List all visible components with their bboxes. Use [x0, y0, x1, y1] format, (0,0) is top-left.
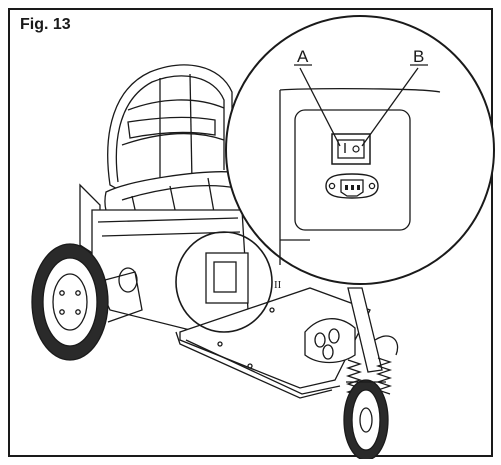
callout-b-leader: [361, 67, 419, 147]
detail-circle: [175, 231, 273, 333]
steering-column: [304, 287, 399, 373]
figure-frame: Fig. 13: [8, 8, 495, 459]
floor-platform: [175, 287, 371, 399]
seat-back: [107, 64, 233, 196]
scooter-body: [79, 183, 311, 331]
power-inlet-socket: [325, 173, 379, 199]
rear-wheel: [31, 243, 143, 361]
power-mark-label: II: [274, 279, 282, 291]
callout-a-leader: [299, 67, 341, 147]
scooter-diagram: A B II: [31, 15, 495, 459]
figure-label: Fig. 13: [20, 16, 71, 33]
callout-b-label: B: [413, 47, 424, 66]
magnified-detail: [225, 15, 495, 285]
callout-a-label: A: [297, 47, 309, 66]
front-wheel: [343, 379, 389, 459]
